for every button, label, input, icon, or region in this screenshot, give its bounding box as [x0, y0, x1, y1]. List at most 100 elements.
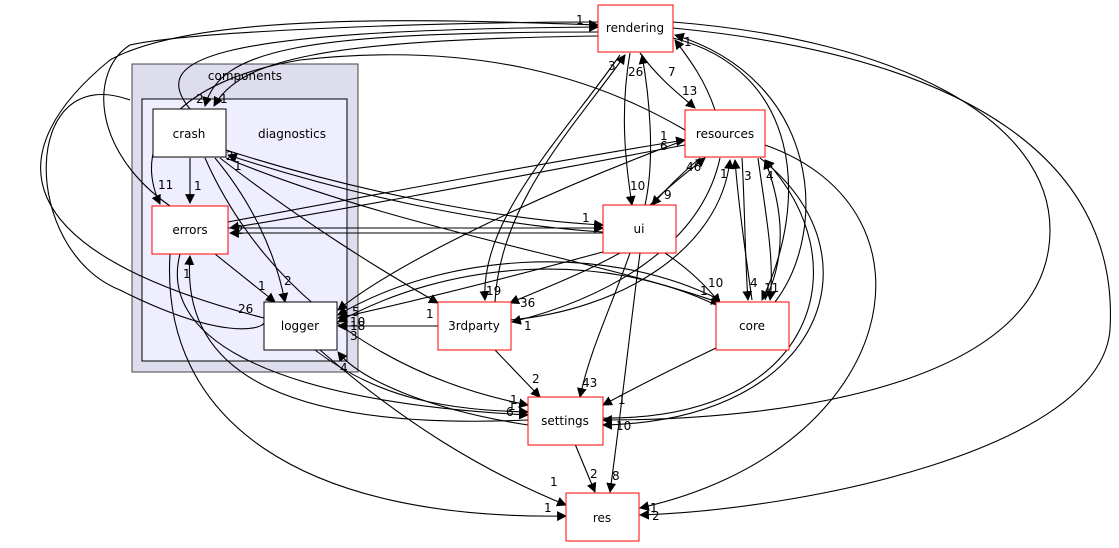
edge-core-resources: [730, 159, 753, 301]
edge-settings-errors: [184, 255, 529, 422]
edge-label: 5: [352, 305, 360, 319]
edge-resources-core-2: [757, 157, 777, 301]
cluster-diagnostics-label: diagnostics: [258, 127, 326, 141]
node-resources[interactable]: resources: [684, 109, 766, 158]
edge-label: 2: [590, 467, 598, 481]
node-ui-label: ui: [634, 222, 645, 236]
edge-logger-res: [319, 349, 567, 507]
edge-label: 1: [618, 393, 626, 407]
edge-label: 3: [350, 329, 358, 343]
edge-label: 2: [532, 372, 540, 386]
edge-crash-rendering: [178, 22, 599, 110]
node-settings-label: settings: [541, 414, 589, 428]
node-rendering[interactable]: rendering: [597, 4, 674, 53]
edge-label: 1: [544, 501, 552, 515]
edge-resources-rendering: [674, 39, 716, 111]
edge-crash-logger: [214, 157, 289, 303]
edge-label: 26: [238, 302, 253, 316]
edge-core-rendering: [674, 32, 807, 303]
edge-settings-resources: [602, 159, 814, 419]
edge-crash-ui: [225, 149, 604, 230]
node-crash-label: crash: [173, 127, 206, 141]
edge-ui-res: [606, 252, 641, 493]
edge-label: 8: [612, 469, 620, 483]
edge-logger-left-res: [45, 93, 265, 330]
edge-errors-logger: [214, 253, 276, 303]
edge-core-logger-2: [337, 261, 721, 316]
edge-resources-core: [741, 157, 753, 301]
edge-resources-settings: [602, 157, 824, 430]
edge-label: 1: [426, 307, 434, 321]
edge-label: 7: [668, 65, 676, 79]
edge-label: 46: [686, 160, 701, 174]
edge-ui-logger: [337, 249, 611, 321]
edge-label: 2: [196, 92, 204, 106]
edge-label: 18: [350, 319, 365, 333]
edge-rendering-settings: [602, 21, 1051, 425]
edge-label: 10: [630, 179, 645, 193]
edge-logger-rendering: [40, 19, 599, 319]
node-thirdparty[interactable]: 3rdparty: [437, 301, 512, 351]
edge-errors-settings: [176, 253, 529, 420]
edge-errors-res: [168, 253, 567, 522]
edge-label: 10: [350, 315, 365, 329]
edge-label: 10: [708, 276, 723, 290]
edge-label: 1: [660, 129, 668, 143]
edge-labels: 1 2 1 1 3 26 7 13 1 6 46 1 3 4 2 1 11 1 …: [158, 13, 779, 523]
node-settings[interactable]: settings: [527, 396, 604, 446]
edge-label: 1: [582, 211, 590, 225]
edge-thirdparty-rendering: [494, 54, 626, 303]
edge-label: 2: [284, 274, 292, 288]
edge-label: 1: [576, 13, 584, 27]
edge-label: 1: [684, 35, 692, 49]
edge-label: 36: [520, 296, 535, 310]
edge-label: 1: [194, 179, 202, 193]
edge-label: 1: [700, 284, 708, 298]
edge-label: 6: [506, 405, 514, 419]
edge-ui-rendering: [638, 54, 652, 206]
edge-label: 6: [660, 139, 668, 153]
edge-rendering-ui: [623, 52, 636, 206]
edge-label: 10: [616, 419, 631, 433]
node-errors[interactable]: errors: [151, 205, 229, 255]
edge-rendering-crash-2: [213, 35, 599, 107]
edge-label: 4: [750, 276, 758, 290]
edge-rendering-res: [639, 27, 1112, 520]
edge-label: 2: [652, 509, 660, 523]
edge-label: 19: [486, 284, 501, 298]
edge-label: 1: [258, 279, 266, 293]
edge-resources-thirdparty: [511, 157, 721, 325]
edge-label: 1: [508, 399, 516, 413]
edge-resources-res: [639, 144, 877, 511]
edge-errors-rendering: [103, 21, 599, 207]
edge-label: 1: [234, 159, 242, 173]
edge-label: 11: [158, 178, 173, 192]
edge-core-logger: [337, 268, 717, 323]
edge-thirdparty-settings: [494, 349, 541, 398]
edge-label: 1: [720, 167, 728, 181]
cluster-components-label: components: [208, 69, 282, 83]
edges: [40, 19, 1112, 522]
node-ui[interactable]: ui: [602, 204, 677, 254]
node-core[interactable]: core: [715, 301, 790, 351]
edge-rendering-thirdparty: [479, 54, 621, 301]
edge-core-settings: [602, 347, 717, 406]
edge-settings-logger: [337, 351, 529, 426]
node-crash[interactable]: crash: [152, 108, 227, 158]
edge-settings-res: [574, 443, 597, 493]
edge-label: 1: [510, 393, 518, 407]
edge-label: 4: [766, 169, 774, 183]
edge-label: 1: [550, 475, 558, 489]
edge-resources-errors: [229, 144, 686, 232]
edge-label: 1: [650, 501, 658, 515]
edge-label: 2: [226, 149, 234, 163]
node-logger[interactable]: logger: [263, 301, 338, 351]
edge-core-resources-2: [763, 159, 781, 301]
edge-label: 1: [220, 92, 228, 106]
node-resources-label: resources: [696, 127, 754, 141]
edge-ui-settings: [577, 252, 631, 398]
node-res[interactable]: res: [565, 492, 640, 542]
edge-errors-resources: [227, 136, 686, 223]
edge-resources-logger: [337, 139, 686, 311]
